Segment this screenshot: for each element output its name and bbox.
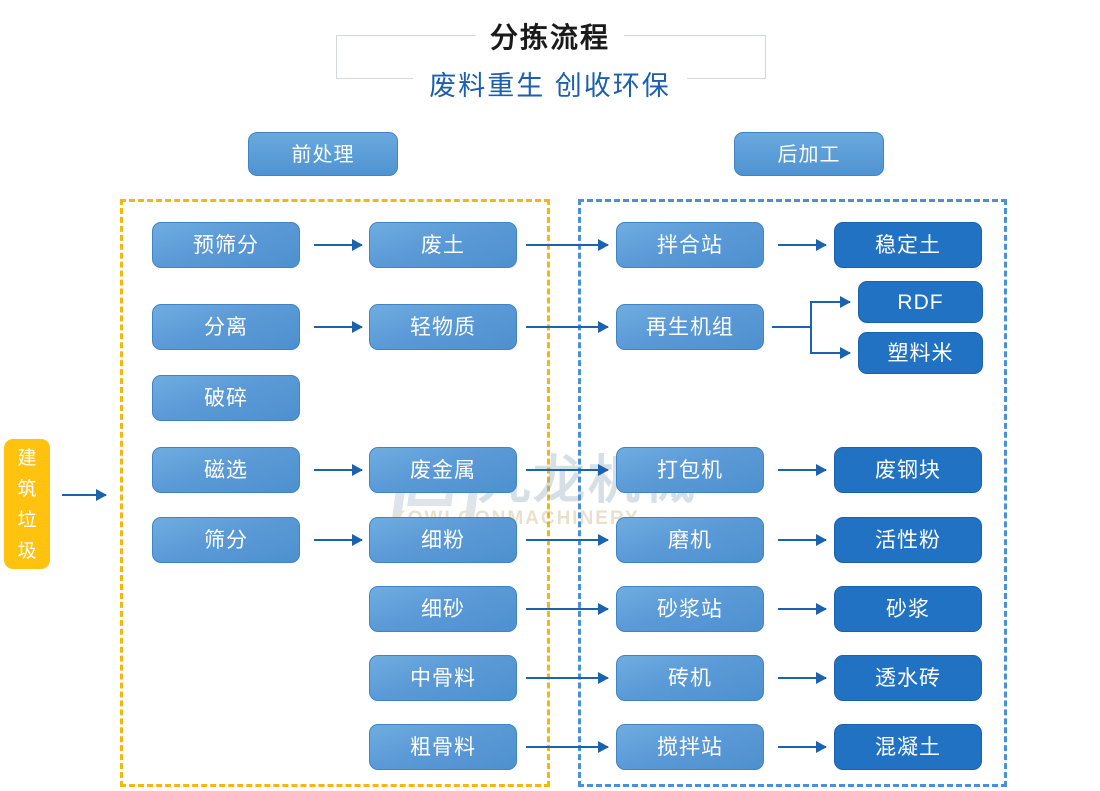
- arrow-mat7-to-post7: [526, 741, 609, 753]
- source-char-4: 圾: [17, 541, 37, 562]
- node-equipment-post-4: 磨机: [616, 517, 764, 563]
- node-equipment-pre-4: 磁选: [152, 447, 300, 493]
- page-title-text: 分拣流程: [475, 22, 624, 53]
- arrow-post7-to-product8: [778, 741, 827, 753]
- source-char-3: 垃: [17, 510, 37, 531]
- arrow-pre1-to-mat1: [314, 239, 363, 251]
- arrow-mat4-to-post4: [526, 534, 609, 546]
- arrow-post4-to-product5: [778, 534, 827, 546]
- arrow-branch-to-plastic-pellet: [810, 347, 851, 359]
- arrow-pre4-to-mat3: [314, 464, 363, 476]
- node-equipment-post-5: 砂浆站: [616, 586, 764, 632]
- arrow-post6-to-product7: [778, 672, 827, 684]
- source-node-construction-waste: 建 筑 垃 圾: [4, 439, 50, 569]
- arrow-mat1-to-post1: [526, 239, 609, 251]
- arrow-post1-to-product1: [778, 239, 827, 251]
- node-equipment-pre-1: 预筛分: [152, 222, 300, 268]
- node-product-4: 废钢块: [834, 447, 982, 493]
- node-equipment-post-3: 打包机: [616, 447, 764, 493]
- node-material-4: 细粉: [369, 517, 517, 563]
- arrow-mat2-to-post2: [526, 321, 609, 333]
- page-subtitle-text: 废料重生 创收环保: [413, 71, 687, 101]
- group-frame-post-processing: [578, 199, 1007, 787]
- branch-stem-line: [772, 326, 812, 328]
- node-equipment-post-7: 搅拌站: [616, 724, 764, 770]
- source-char-2: 筑: [17, 479, 37, 500]
- node-material-5: 细砂: [369, 586, 517, 632]
- node-equipment-post-2: 再生机组: [616, 304, 764, 350]
- page-title: 分拣流程: [0, 16, 1100, 56]
- node-equipment-pre-3: 破碎: [152, 375, 300, 421]
- page-subtitle: 废料重生 创收环保: [0, 64, 1100, 103]
- arrow-source-to-pre: [62, 489, 107, 501]
- node-product-1: 稳定土: [834, 222, 982, 268]
- node-product-3: 塑料米: [858, 332, 983, 374]
- arrow-pre5-to-mat4: [314, 534, 363, 546]
- arrow-post3-to-product4: [778, 464, 827, 476]
- group-frame-pre-processing: [120, 199, 550, 787]
- node-product-7: 透水砖: [834, 655, 982, 701]
- node-equipment-pre-5: 筛分: [152, 517, 300, 563]
- node-material-1: 废土: [369, 222, 517, 268]
- node-equipment-post-6: 砖机: [616, 655, 764, 701]
- source-char-1: 建: [17, 448, 37, 469]
- section-header-pre-processing: 前处理: [248, 132, 398, 176]
- node-material-7: 粗骨料: [369, 724, 517, 770]
- node-product-6: 砂浆: [834, 586, 982, 632]
- arrow-branch-to-rdf: [810, 296, 851, 308]
- node-equipment-pre-2: 分离: [152, 304, 300, 350]
- section-header-post-processing: 后加工: [734, 132, 884, 176]
- node-product-8: 混凝土: [834, 724, 982, 770]
- node-material-3: 废金属: [369, 447, 517, 493]
- arrow-mat6-to-post6: [526, 672, 609, 684]
- arrow-mat5-to-post5: [526, 603, 609, 615]
- node-equipment-post-1: 拌合站: [616, 222, 764, 268]
- node-product-2: RDF: [858, 281, 983, 323]
- arrow-pre2-to-mat2: [314, 321, 363, 333]
- branch-vertical-line: [810, 301, 812, 353]
- arrow-post5-to-product6: [778, 603, 827, 615]
- node-product-5: 活性粉: [834, 517, 982, 563]
- arrow-mat3-to-post3: [526, 464, 609, 476]
- node-material-6: 中骨料: [369, 655, 517, 701]
- node-material-2: 轻物质: [369, 304, 517, 350]
